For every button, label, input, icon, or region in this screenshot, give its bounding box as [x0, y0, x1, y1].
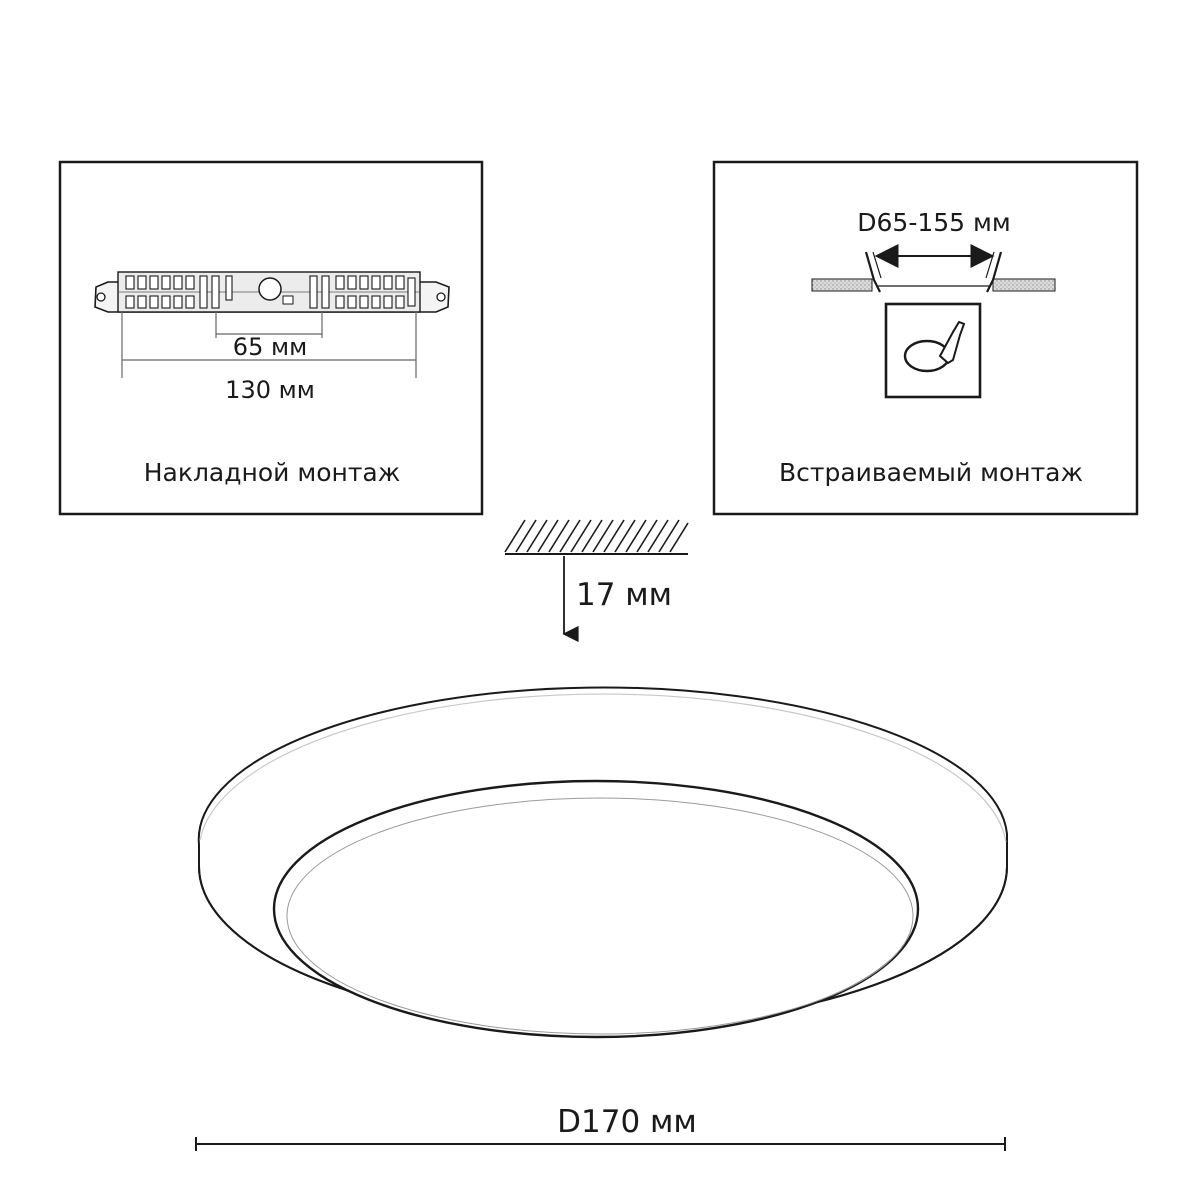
- surface-mount-frame: [58, 160, 484, 516]
- diameter-dimension-line: [195, 1137, 1006, 1151]
- bracket-dimension-lines: [121, 312, 417, 378]
- dimension-hole-spacing: 65 мм: [233, 333, 307, 361]
- dimension-cutout-diameter: D65-155 мм: [857, 208, 1010, 237]
- surface-mount-caption: Накладной монтаж: [144, 458, 401, 487]
- ceiling-section: [811, 244, 1056, 293]
- dimension-fixture-height: 17 мм: [576, 577, 672, 613]
- hole-saw-icon: [884, 302, 982, 399]
- mounting-bracket: [94, 271, 450, 313]
- recessed-mount-frame: [712, 160, 1139, 516]
- dimension-fixture-diameter: D170 мм: [557, 1104, 697, 1140]
- surface-mount-panel: 65 мм 130 мм Накладной монтаж: [58, 160, 484, 516]
- dimension-bracket-length: 130 мм: [225, 376, 315, 404]
- recessed-mount-panel: D65-155 мм Встраиваемый монтаж: [712, 160, 1139, 516]
- round-luminaire: [197, 686, 1008, 1039]
- recessed-mount-caption: Встраиваемый монтаж: [779, 458, 1083, 487]
- ceiling-hatch: [504, 519, 689, 555]
